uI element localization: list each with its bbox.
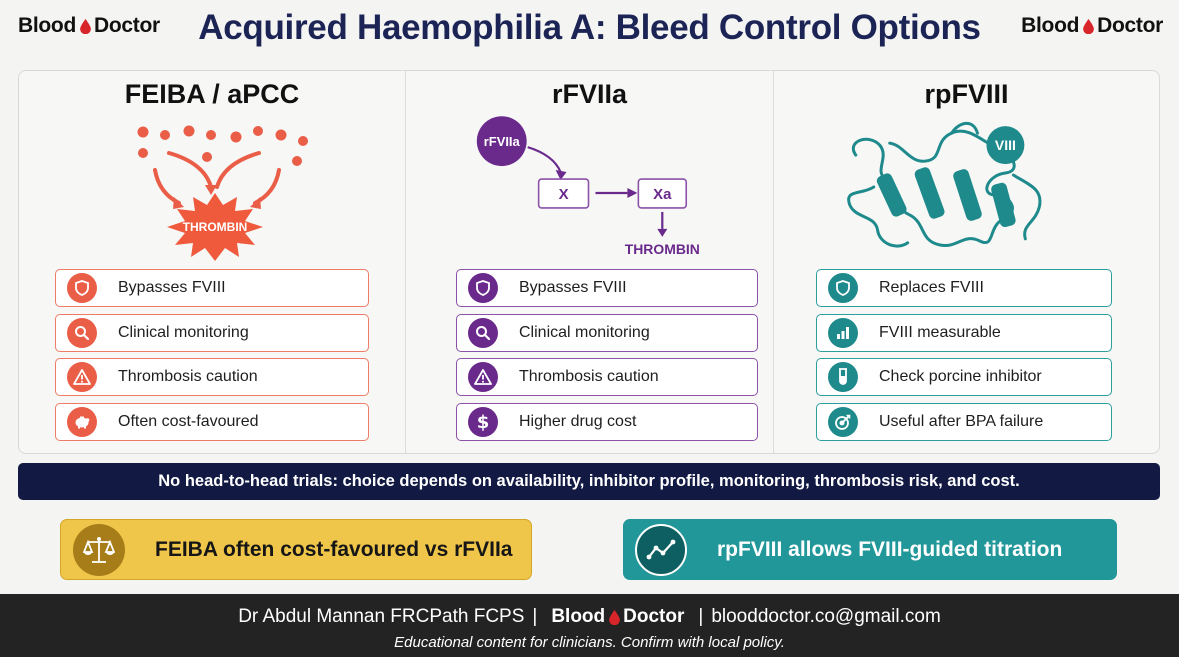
feature-label: Bypasses FVIII (118, 279, 226, 296)
factor-xa-label: Xa (653, 186, 672, 203)
feature-item: Thrombosis caution (456, 358, 758, 396)
callout-label: FEIBA often cost-favoured vs rFVIIa (155, 537, 513, 561)
footer-separator: | (698, 606, 704, 627)
scales-icon (73, 523, 125, 576)
thrombin-label: THROMBIN (625, 241, 700, 257)
column-title: rpFVIII (924, 79, 1009, 109)
warning-icon (67, 362, 97, 392)
feature-label: Replaces FVIII (879, 279, 984, 296)
footer: Dr Abdul Mannan FRCPath FCPS | Blood Doc… (0, 594, 1179, 657)
shield-icon (828, 273, 858, 303)
logo-left: Blood Doctor (18, 14, 160, 38)
logo-word-doctor: Doctor (93, 14, 160, 37)
rfviia-pathway-illustration: rFVIIa X Xa THROMBIN (476, 116, 700, 257)
protein-structure-illustration: VIII (847, 121, 1042, 248)
rpfviii-titration-callout: rpFVIII allows FVIII-guided titration (623, 519, 1117, 580)
footer-logo: Blood Doctor (551, 606, 684, 628)
feature-label: Thrombosis caution (519, 368, 659, 385)
thrombin-burst-illustration: THROMBIN (137, 125, 308, 261)
logo-word-blood: Blood (551, 606, 606, 627)
column-rfviia: rFVIIa rFVIIa X Xa THROMBIN Bypasses FVI… (405, 71, 773, 453)
feature-label: Clinical monitoring (118, 324, 249, 341)
factor-x-label: X (559, 186, 569, 203)
feature-item: FVIII measurable (816, 314, 1112, 352)
feature-label: FVIII measurable (879, 324, 1001, 341)
feature-label: Clinical monitoring (519, 324, 650, 341)
feature-item: Thrombosis caution (55, 358, 369, 396)
column-title: FEIBA / aPCC (124, 79, 300, 109)
feature-item: Bypasses FVIII (55, 269, 369, 307)
footer-disclaimer: Educational content for clinicians. Conf… (394, 634, 785, 651)
footer-email[interactable]: blooddoctor.co@gmail.com (711, 606, 941, 627)
target-icon (828, 407, 858, 437)
dollar-icon: $ (468, 407, 498, 437)
column-feiba: FEIBA / aPCC THROMBIN Bypas (19, 71, 405, 453)
feature-item: Bypasses FVIII (456, 269, 758, 307)
comparison-panel: FEIBA / aPCC THROMBIN Bypas (18, 70, 1160, 454)
feature-label: Useful after BPA failure (879, 413, 1044, 430)
thrombin-label: THROMBIN (183, 220, 248, 234)
logo-right: Blood Doctor (1021, 14, 1163, 38)
feature-item: Clinical monitoring (456, 314, 758, 352)
logo-word-doctor: Doctor (623, 606, 685, 627)
page-title: Acquired Haemophilia A: Bleed Control Op… (198, 8, 981, 47)
feature-label: Check porcine inhibitor (879, 368, 1042, 385)
shield-icon (67, 273, 97, 303)
footer-credits: Dr Abdul Mannan FRCPath FCPS | Blood Doc… (0, 606, 1179, 628)
logo-word-blood: Blood (1021, 14, 1080, 37)
feature-label: Often cost-favoured (118, 413, 259, 430)
magnifier-icon (468, 318, 498, 348)
bar-chart-icon (828, 318, 858, 348)
factor-viii-badge: VIII (995, 137, 1016, 153)
shield-icon (468, 273, 498, 303)
column-rpfviii: rpFVIII VIII Replaces FVIII (773, 71, 1159, 453)
warning-icon (468, 362, 498, 392)
feature-label: Higher drug cost (519, 413, 637, 430)
blood-drop-icon (80, 18, 91, 34)
piggy-bank-icon (67, 407, 97, 437)
feature-item: $ Higher drug cost (456, 403, 758, 441)
logo-word-blood: Blood (18, 14, 76, 37)
test-tube-icon (828, 362, 858, 392)
feature-item: Replaces FVIII (816, 269, 1112, 307)
trend-line-icon (635, 523, 687, 576)
blood-drop-icon (1083, 18, 1094, 34)
feature-item: Often cost-favoured (55, 403, 369, 441)
feature-item: Clinical monitoring (55, 314, 369, 352)
blood-drop-icon (609, 609, 621, 625)
callout-label: rpFVIII allows FVIII-guided titration (717, 537, 1063, 561)
feature-item: Check porcine inhibitor (816, 358, 1112, 396)
summary-banner: No head-to-head trials: choice depends o… (18, 463, 1160, 500)
feature-label: Bypasses FVIII (519, 279, 627, 296)
feiba-cost-callout: FEIBA often cost-favoured vs rFVIIa (60, 519, 532, 580)
magnifier-icon (67, 318, 97, 348)
feature-item: Useful after BPA failure (816, 403, 1112, 441)
footer-author: Dr Abdul Mannan FRCPath FCPS (238, 606, 525, 627)
logo-word-doctor: Doctor (1097, 14, 1163, 37)
footer-separator: | (532, 606, 538, 627)
column-title: rFVIIa (551, 79, 628, 109)
rfviia-node-label: rFVIIa (484, 134, 521, 149)
feature-label: Thrombosis caution (118, 368, 258, 385)
